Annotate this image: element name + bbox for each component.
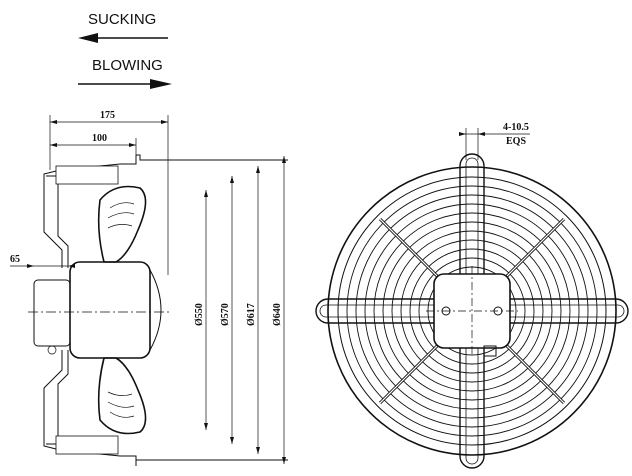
guard-spoke (379, 218, 440, 279)
diameter-617-label: Ø617 (246, 303, 257, 326)
sucking-label: SUCKING (88, 11, 156, 28)
dimension-175: 175 (49, 110, 169, 275)
guard-spoke (379, 343, 440, 404)
hole-spec: 4-10.5 EQS (459, 122, 530, 160)
grill-ring (400, 239, 544, 383)
diameter-640-label: Ø640 (272, 303, 283, 326)
airflow-legend: SUCKING BLOWING (78, 11, 172, 89)
front-view: 4-10.5 EQS (315, 122, 629, 469)
motor (28, 261, 170, 359)
sucking-arrow-icon (78, 33, 168, 43)
blade-bottom (97, 357, 147, 435)
grill-ring (382, 221, 562, 401)
grill-ring (418, 257, 526, 365)
holes-spec-label: 4-10.5 (503, 122, 529, 133)
inlet-hatch-top (55, 165, 119, 185)
grill-ring (346, 185, 598, 437)
dim-100-label: 100 (92, 133, 107, 144)
grill-ring (373, 212, 571, 410)
diameter-dimensions: Ø550 Ø570 Ø617 Ø640 (194, 156, 286, 464)
dimension-65: 65 (10, 254, 75, 268)
eqs-label: EQS (506, 136, 526, 147)
dimension-100: 100 (50, 133, 137, 160)
grill-ring (364, 203, 580, 419)
grill-ring (409, 248, 535, 374)
blade-top (97, 185, 147, 263)
blowing-label: BLOWING (92, 57, 163, 74)
diameter-570-label: Ø570 (220, 303, 231, 326)
inlet-hatch-bottom (55, 435, 119, 455)
side-view: 175 100 65 (10, 110, 288, 466)
guard-spoke (504, 343, 565, 404)
guard-spoke (504, 218, 565, 279)
dim-65-label: 65 (10, 254, 20, 265)
inner-ring (337, 176, 607, 446)
diameter-550-label: Ø550 (194, 303, 205, 326)
motor-hub (426, 266, 518, 357)
blowing-arrow-icon (78, 79, 172, 89)
guard-supports (379, 218, 565, 404)
dim-175-label: 175 (100, 110, 115, 121)
outer-ring (327, 166, 617, 456)
grill-ring (355, 194, 589, 428)
grill-ring (391, 230, 553, 392)
